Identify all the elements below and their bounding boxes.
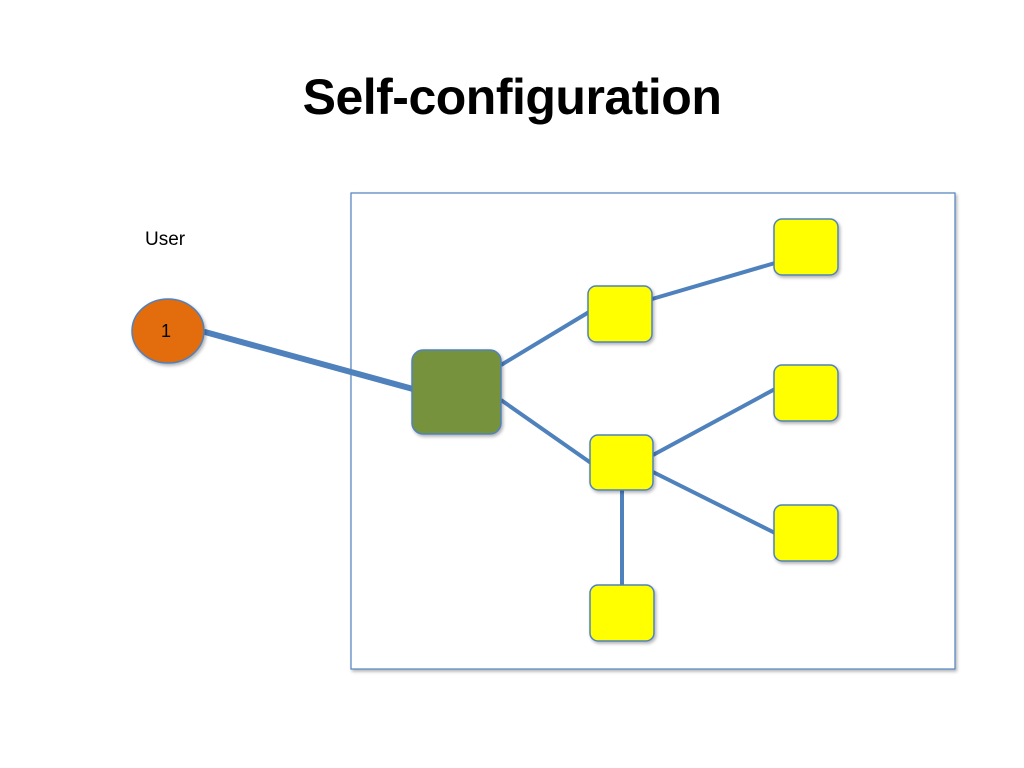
device-node (773, 504, 839, 562)
device-node (589, 584, 655, 642)
user-node-number: 1 (161, 321, 171, 341)
hub-device-a-link (499, 310, 591, 367)
hub-device-b-link (499, 398, 593, 465)
user-hub-link (202, 329, 416, 392)
device-node (773, 218, 839, 276)
device-node (589, 434, 654, 491)
slide-title: Self-configuration (302, 69, 722, 125)
device-b-device-e-link (652, 470, 776, 535)
device-node (587, 285, 653, 343)
device-a-device-c-link (651, 261, 776, 301)
device-node (773, 364, 839, 422)
user-node (131, 298, 205, 364)
hub-node (411, 349, 502, 435)
device-b-device-d-link (652, 387, 776, 457)
user-label: User (145, 229, 186, 250)
